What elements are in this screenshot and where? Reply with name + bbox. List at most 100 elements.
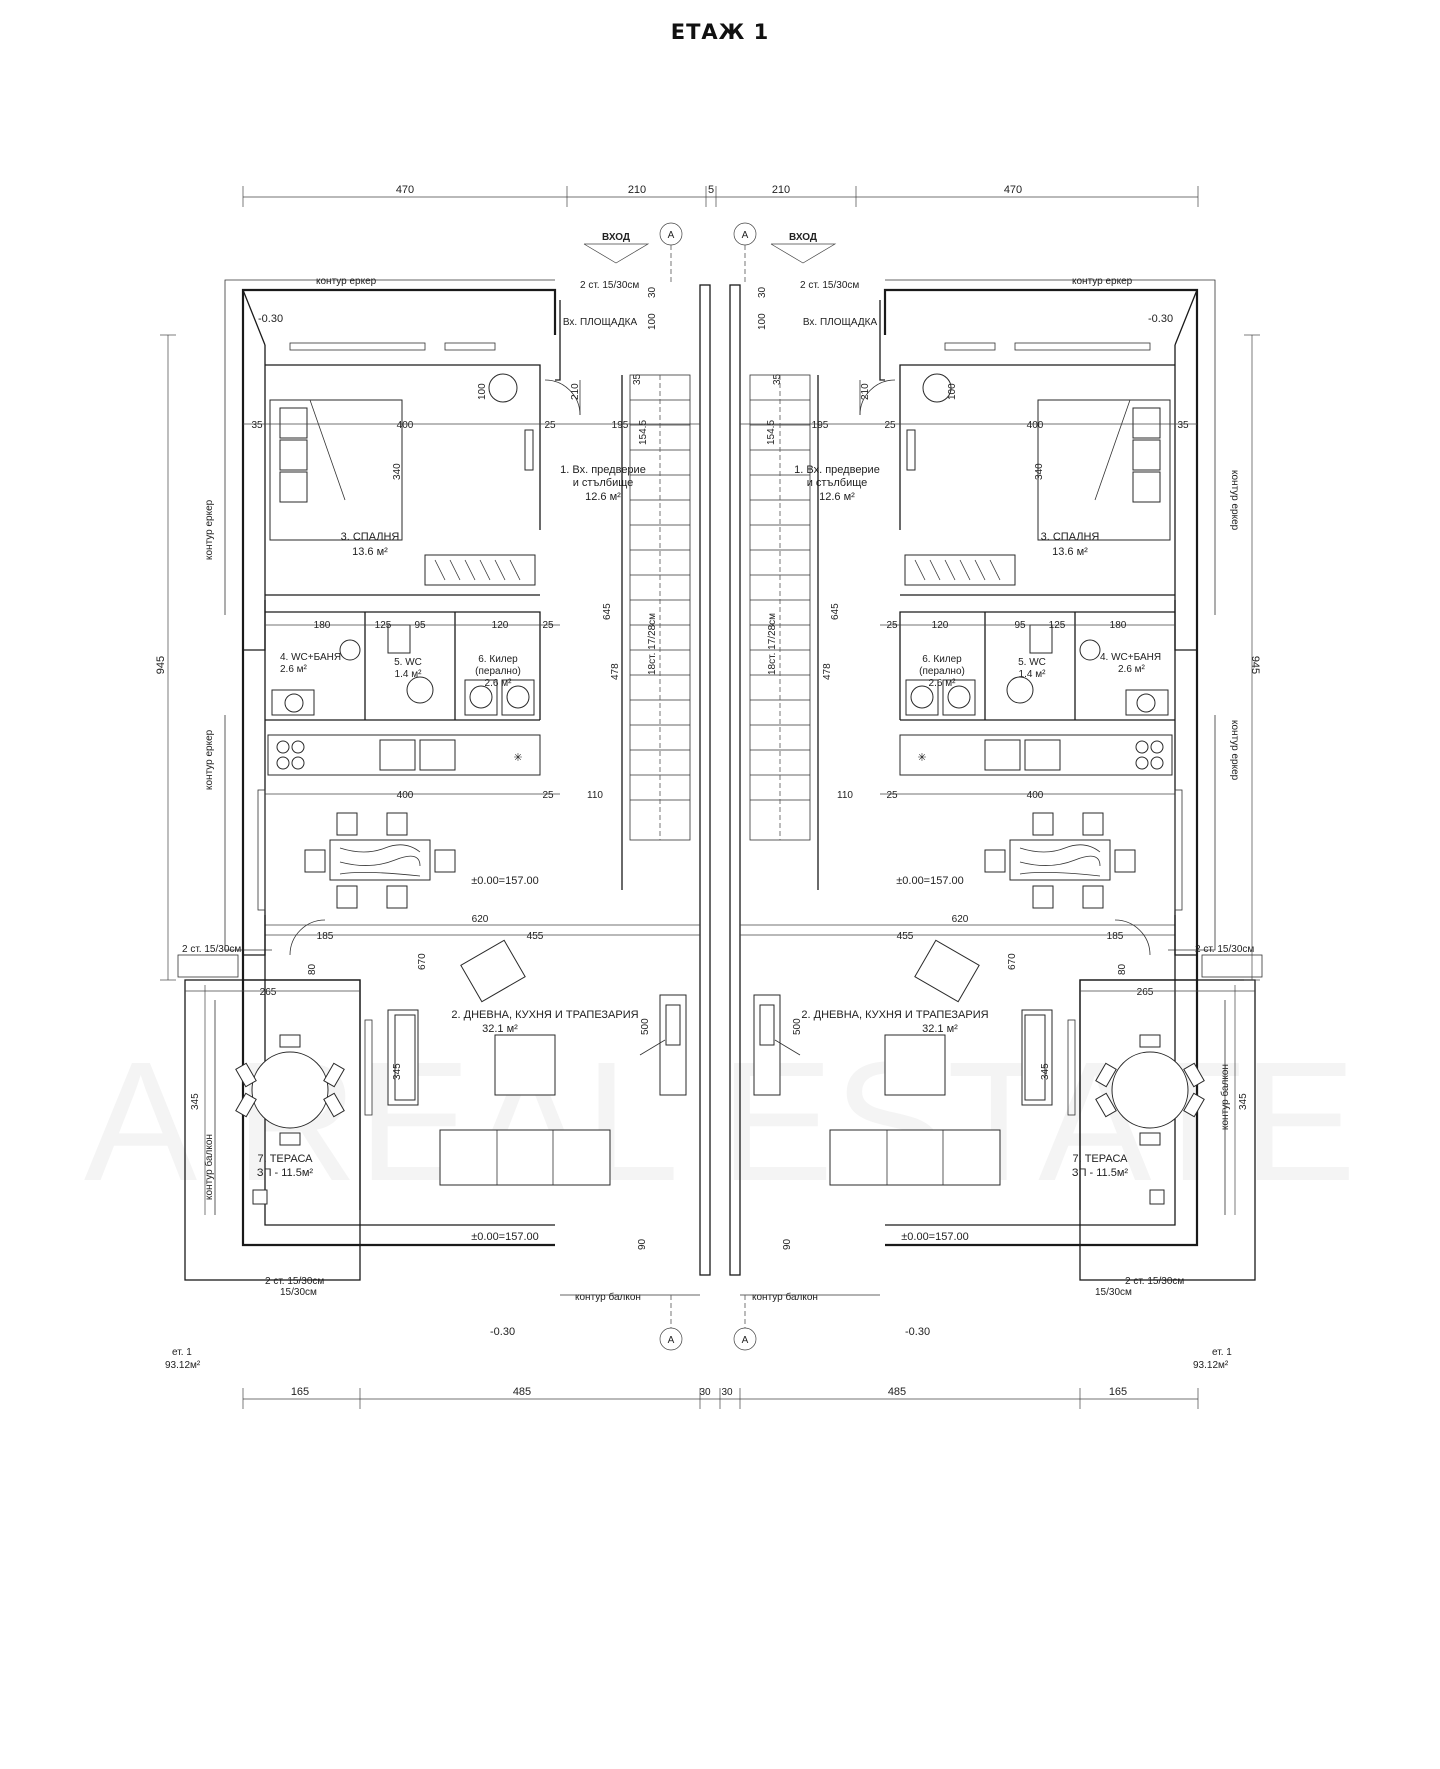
svg-text:35: 35 [251,420,263,431]
side-dimensions: 945 945 [155,334,1261,981]
svg-text:100: 100 [947,383,958,400]
stair-note-terrace-left: 2 ст. 15/30см [182,944,241,955]
stair-note-top-left: 2 ст. 15/30см [580,280,639,291]
room-living-name-right: 2. ДНЕВНА, КУХНЯ И ТРАПЕЗАРИЯ [801,1009,988,1021]
room-terrace-area-right: ЗП - 11.5м² [1072,1167,1128,1179]
svg-text:180: 180 [1110,620,1127,631]
room-bath-area-left: 2.6 м² [280,664,308,675]
floor-area-right: 93.12м² [1193,1360,1229,1371]
svg-text:500: 500 [640,1018,651,1035]
room-bath-name-left: 4. WC+БАНЯ [280,652,341,663]
svg-text:120: 120 [932,620,949,631]
svg-text:15/30см: 15/30см [280,1287,317,1298]
entrance-marker-left: ВХОД A [583,222,683,285]
svg-text:210: 210 [860,383,871,400]
svg-text:100: 100 [757,313,768,330]
svg-text:620: 620 [472,914,489,925]
stair-note-top-right: 2 ст. 15/30см [800,280,859,291]
dim-bottom-30-left: 30 [699,1387,711,1398]
svg-text:ВХОД: ВХОД [602,232,630,243]
svg-text:345: 345 [392,1063,403,1080]
svg-text:265: 265 [1137,987,1154,998]
svg-text:90: 90 [637,1238,648,1250]
entrance-marker-right: ВХОД A [733,222,837,285]
svg-text:125: 125 [375,620,392,631]
svg-text:210: 210 [570,383,581,400]
room-bedroom-name-left: 3. СПАЛНЯ [341,531,400,543]
svg-text:35: 35 [1177,420,1189,431]
level-outside-top-left: -0.30 [258,313,283,325]
svg-text:✳: ✳ [917,752,926,764]
room-pantry-area-left: 2.6 м² [485,678,513,689]
svg-text:95: 95 [414,620,426,631]
unit-left: контур еркер контур еркер контур еркер [165,276,711,1371]
svg-text:25: 25 [544,420,556,431]
svg-text:и стълбище: и стълбище [573,477,634,489]
room-wc-area-right: 1.4 м² [1019,669,1047,680]
room-bath-area-right: 2.6 м² [1118,664,1146,675]
contour-erker-label-side-right-1: контур еркер [1229,470,1240,531]
room-wc-name-left: 5. WC [394,657,422,668]
svg-text:180: 180 [314,620,331,631]
room-hall-area-right: 12.6 м² [819,491,855,503]
svg-text:154.5: 154.5 [766,420,777,445]
svg-text:25: 25 [886,620,898,631]
room-wc-area-left: 1.4 м² [395,669,423,680]
level-outside-bottom-left: -0.30 [490,1326,515,1338]
page-title: ЕТАЖ 1 [670,20,770,44]
svg-text:400: 400 [397,420,414,431]
room-bedroom-area-right: 13.6 м² [1052,546,1088,558]
svg-text:120: 120 [492,620,509,631]
svg-text:620: 620 [952,914,969,925]
svg-text:670: 670 [417,953,428,970]
svg-text:185: 185 [1107,931,1124,942]
svg-text:400: 400 [1027,420,1044,431]
svg-text:478: 478 [822,663,833,680]
dim-bottom-30-right: 30 [721,1387,733,1398]
room-terrace-name-left: 7. ТЕРАСА [257,1153,313,1165]
svg-text:80: 80 [307,963,318,975]
svg-text:и стълбище: и стълбище [807,477,868,489]
dim-top-210-right: 210 [772,184,790,196]
contour-balcony-label-bottom-left: контур балкон [575,1291,641,1303]
contour-erker-label-side-left-1: контур еркер [204,499,215,560]
room-wc-name-right: 5. WC [1018,657,1046,668]
svg-text:35: 35 [632,373,643,385]
svg-text:645: 645 [602,603,613,620]
room-landing-right: Вх. ПЛОЩАДКА [803,317,878,328]
svg-text:670: 670 [1007,953,1018,970]
svg-text:645: 645 [830,603,841,620]
svg-text:ВХОД: ВХОД [789,232,817,243]
dim-side-945-left: 945 [155,656,167,674]
floor-label-right: ет. 1 [1212,1347,1232,1358]
room-living-area-right: 32.1 м² [922,1023,958,1035]
dim-bottom-165-left: 165 [291,1386,309,1398]
dim-side-945-right: 945 [1249,656,1261,674]
svg-text:345: 345 [190,1093,201,1110]
svg-text:25: 25 [542,790,554,801]
room-living-area-left: 32.1 м² [482,1023,518,1035]
svg-text:400: 400 [397,790,414,801]
svg-text:345: 345 [1040,1063,1051,1080]
stair-note-bottom-right: 2 ст. 15/30см [1125,1276,1184,1287]
dim-top-470-right: 470 [1004,184,1022,196]
svg-text:A: A [742,230,749,241]
svg-text:265: 265 [260,987,277,998]
room-hall-name-left: 1. Вх. предверие [560,464,646,476]
svg-text:400: 400 [1027,790,1044,801]
svg-text:35: 35 [772,373,783,385]
room-hall-area-left: 12.6 м² [585,491,621,503]
level-outside-top-right: -0.30 [1148,313,1173,325]
contour-erker-label-top-right: контур еркер [1072,276,1133,287]
room-hall-name-right: 1. Вх. предверие [794,464,880,476]
room-bedroom-area-left: 13.6 м² [352,546,388,558]
dim-top-210-left: 210 [628,184,646,196]
svg-text:✳: ✳ [513,752,522,764]
dim-top-5: 5 [708,184,714,196]
room-terrace-name-right: 7. ТЕРАСА [1072,1153,1128,1165]
svg-text:15/30см: 15/30см [1095,1287,1132,1298]
svg-text:25: 25 [884,420,896,431]
axis-marker-bottom-left: A [668,1335,675,1346]
